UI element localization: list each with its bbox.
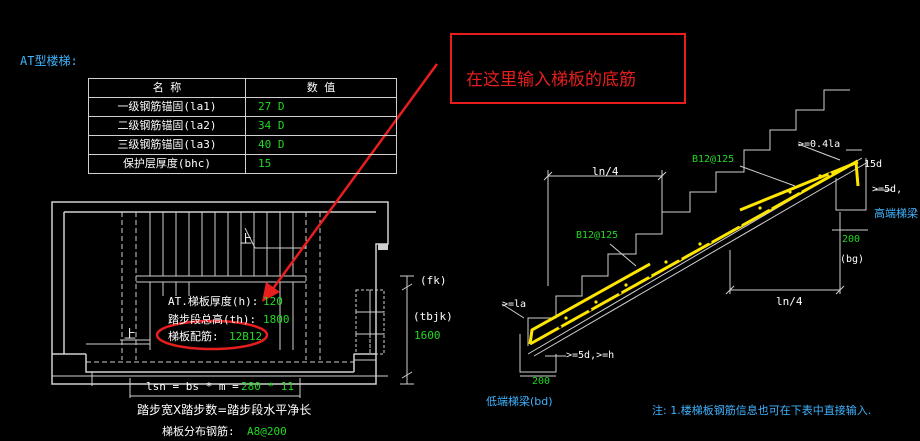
high-beam-label: 高端梯梁 [874, 207, 918, 220]
lsn-value[interactable]: 280 * 11 [241, 380, 294, 393]
header-name: 名 称 [88, 78, 246, 98]
footnote: 注: 1.楼梯板钢筋信息也可在下表中直接输入. [652, 404, 872, 417]
rebar-value[interactable]: 12B12 [229, 330, 263, 343]
hook-5d-top-label: >=5d, [872, 184, 903, 195]
formula-text: 踏步宽X踏步数=踏步段水平净长 [137, 403, 312, 417]
section-dim-bottom [520, 212, 868, 377]
stair-width-value[interactable]: 1600 [414, 329, 441, 342]
callout-text: 在这里输入梯板的底筋 [466, 70, 636, 90]
callout-arrow [262, 63, 439, 302]
dist-rebar-label: 梯板分布钢筋: [162, 425, 235, 438]
thickness-value[interactable]: 120 [263, 295, 283, 308]
plan-vertical-dimension [400, 275, 414, 385]
ln4-top-label: ln/4 [592, 165, 619, 178]
row-value[interactable]: 34 D [245, 116, 397, 136]
ln4-bottom-label: ln/4 [776, 295, 803, 308]
high-beam-width: 200 [842, 234, 861, 245]
low-beam-label: 低端梯梁(bd) [486, 395, 553, 408]
table-row[interactable]: 三级钢筋锚固(la3) 40 D [88, 135, 397, 155]
section-outline [501, 89, 892, 373]
plan-right-columns [355, 289, 385, 355]
row-value[interactable]: 40 D [245, 135, 397, 155]
rebar-bottom-label: B12@125 [576, 230, 619, 241]
hook-15d-label: 15d [864, 159, 883, 170]
stair-type-title: AT型楼梯: [20, 54, 78, 68]
plan-walls [51, 201, 389, 385]
row-name: 保护层厚度(bhc) [88, 154, 246, 174]
plan-posts [353, 244, 388, 361]
rebar-highlight [155, 319, 269, 351]
fk-label: (fk) [420, 274, 447, 287]
table-row[interactable]: 保护层厚度(bhc) 15 [88, 154, 397, 174]
bg-label: (bg) [840, 254, 865, 265]
row-name: 二级钢筋锚固(la2) [88, 116, 246, 136]
rebar-label: 梯板配筋: [168, 330, 219, 343]
rebar-top-label: B12@125 [692, 154, 735, 165]
anchor-la-label: >=la [502, 299, 527, 310]
table-row[interactable]: 一级钢筋锚固(la1) 27 D [88, 97, 397, 117]
height-value[interactable]: 1800 [263, 313, 290, 326]
thickness-label: AT.梯板厚度(h): [168, 295, 259, 308]
plan-up-arrow [86, 339, 150, 345]
section-dim-top [543, 170, 667, 286]
tbjk-label: (tbjk) [413, 310, 453, 323]
row-value[interactable]: 27 D [245, 97, 397, 117]
plan-treads [149, 212, 306, 276]
table-header-row: 名 称 数 值 [88, 78, 397, 98]
header-value: 数 值 [245, 78, 397, 98]
low-beam-width: 200 [532, 376, 551, 387]
plan-bottom-dimension [52, 372, 388, 398]
hook-5d-bottom-label: >=5d,>=h [566, 350, 615, 361]
height-label: 踏步段总高(th): [168, 313, 257, 326]
up-label-top: 上 [240, 232, 253, 246]
lsn-label: lsn = bs * m = [146, 380, 239, 393]
row-name: 一级钢筋锚固(la1) [88, 97, 246, 117]
up-label-left: 上 [124, 327, 137, 341]
row-name: 三级钢筋锚固(la3) [88, 135, 246, 155]
table-row[interactable]: 二级钢筋锚固(la2) 34 D [88, 116, 397, 136]
callout-box: 在这里输入梯板的底筋 [450, 33, 686, 104]
section-rebar [528, 159, 860, 346]
dist-rebar-value[interactable]: A8@200 [247, 425, 287, 438]
anchorage-table: 名 称 数 值 一级钢筋锚固(la1) 27 D 二级钢筋锚固(la2) 34 … [88, 78, 397, 174]
row-value[interactable]: 15 [245, 154, 397, 174]
anchor-04la-label: >=0.4la [798, 139, 841, 150]
